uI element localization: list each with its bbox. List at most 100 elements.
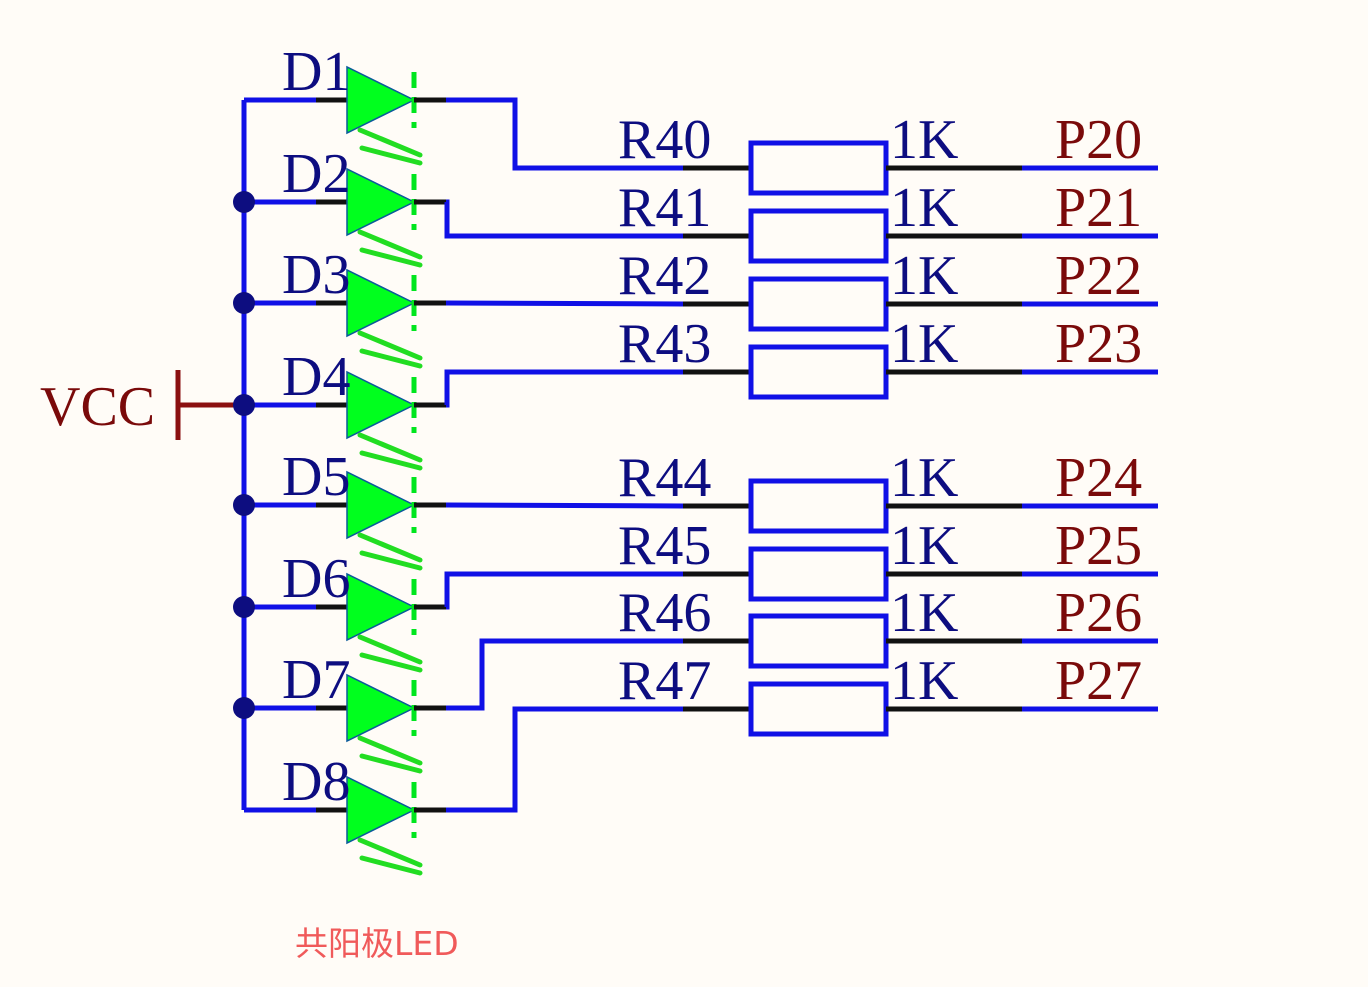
led-ray	[359, 855, 423, 876]
resistor-body	[748, 140, 889, 196]
vcc-label: VCC	[40, 376, 155, 438]
led-ray	[359, 450, 423, 471]
led-4: D4	[233, 346, 446, 471]
led-to-resistor-wire	[444, 199, 683, 239]
net-label: P25	[1055, 515, 1142, 577]
led-designator: D8	[282, 751, 350, 813]
resistor-r40: R40 1K P20	[618, 109, 1158, 196]
led-to-resistor-wire	[445, 502, 684, 509]
resistor-r43: R43 1K P23	[618, 313, 1158, 400]
junction-dot	[233, 697, 255, 719]
led-2: D2	[233, 143, 446, 268]
led-6: D6	[233, 548, 446, 673]
resistor-body	[748, 478, 889, 534]
led-ray	[359, 145, 423, 166]
resistor-value: 1K	[890, 109, 958, 171]
resistor-body	[748, 208, 889, 264]
led-ray	[359, 550, 423, 571]
led-ray	[357, 432, 423, 463]
junction-dot	[233, 494, 255, 516]
led-ray	[357, 330, 423, 361]
led-7: D7	[233, 649, 446, 774]
led-ray	[357, 229, 423, 260]
led-triangle	[346, 167, 416, 237]
resistor-value: 1K	[890, 313, 958, 375]
led-triangle	[346, 370, 416, 440]
junction-dot	[233, 191, 255, 213]
led-triangle	[346, 470, 416, 540]
resistor-value: 1K	[890, 515, 958, 577]
resistor-designator: R45	[618, 515, 711, 577]
led-to-resistor-wire	[444, 571, 683, 610]
resistor-designator: R40	[618, 109, 711, 171]
net-label: P23	[1055, 313, 1142, 375]
led-to-resistor-wire	[445, 300, 684, 307]
resistor-r45: R45 1K P25	[618, 515, 1158, 602]
net-label: P27	[1055, 650, 1142, 712]
caption: 共阳极LED	[295, 924, 459, 963]
led-to-resistor-wire	[446, 638, 683, 711]
led-designator: D3	[282, 244, 350, 306]
led-ray	[357, 127, 423, 158]
led-to-resistor-wire	[446, 97, 683, 171]
net-label: P22	[1055, 245, 1142, 307]
resistor-body	[748, 546, 889, 602]
junction-dot	[233, 596, 255, 618]
led-ray	[357, 532, 423, 563]
led-to-resistor-wire	[446, 706, 683, 813]
resistor-body	[748, 613, 889, 669]
resistor-value: 1K	[890, 245, 958, 307]
led-1: D1	[244, 41, 446, 166]
resistor-designator: R44	[618, 447, 711, 509]
resistor-body	[748, 276, 889, 332]
resistor-r46: R46 1K P26	[618, 582, 1158, 669]
resistor-designator: R41	[618, 177, 711, 239]
led-designator: D4	[282, 346, 350, 408]
led-designator: D6	[282, 548, 350, 610]
resistor-value: 1K	[890, 447, 958, 509]
led-to-resistor-wire	[444, 369, 683, 408]
led-designator: D1	[282, 41, 350, 103]
resistor-designator: R43	[618, 313, 711, 375]
led-designator: D5	[282, 446, 350, 508]
resistor-designator: R46	[618, 582, 711, 644]
junction-dot	[233, 292, 255, 314]
vcc-symbol: VCC	[40, 370, 243, 440]
net-label: P26	[1055, 582, 1142, 644]
resistor-value: 1K	[890, 582, 958, 644]
led-designator: D2	[282, 143, 350, 205]
led-3: D3	[233, 244, 446, 369]
net-label: P21	[1055, 177, 1142, 239]
net-label: P24	[1055, 447, 1142, 509]
resistor-value: 1K	[890, 177, 958, 239]
led-ray	[359, 753, 423, 774]
resistor-designator: R47	[618, 650, 711, 712]
led-ray	[359, 247, 423, 268]
led-5: D5	[233, 446, 446, 571]
led-triangle	[346, 65, 416, 135]
resistor-r44: R44 1K P24	[618, 447, 1158, 534]
led-ray	[359, 348, 423, 369]
led-8: D8	[244, 751, 446, 876]
led-ray	[357, 634, 423, 665]
led-triangle	[346, 572, 416, 642]
led-triangle	[346, 673, 416, 743]
connection-wires	[444, 97, 684, 813]
junction-dot	[233, 394, 255, 416]
led-ray	[357, 837, 423, 868]
net-label: P20	[1055, 109, 1142, 171]
resistor-designator: R42	[618, 245, 711, 307]
resistor-body	[748, 344, 889, 400]
led-ray	[357, 735, 423, 766]
led-ray	[359, 652, 423, 673]
resistor-r42: R42 1K P22	[618, 245, 1158, 332]
led-designator: D7	[282, 649, 350, 711]
resistor-r41: R41 1K P21	[618, 177, 1158, 264]
resistor-r47: R47 1K P27	[618, 650, 1158, 737]
resistor-body	[748, 681, 889, 737]
led-triangle	[346, 268, 416, 338]
resistor-value: 1K	[890, 650, 958, 712]
